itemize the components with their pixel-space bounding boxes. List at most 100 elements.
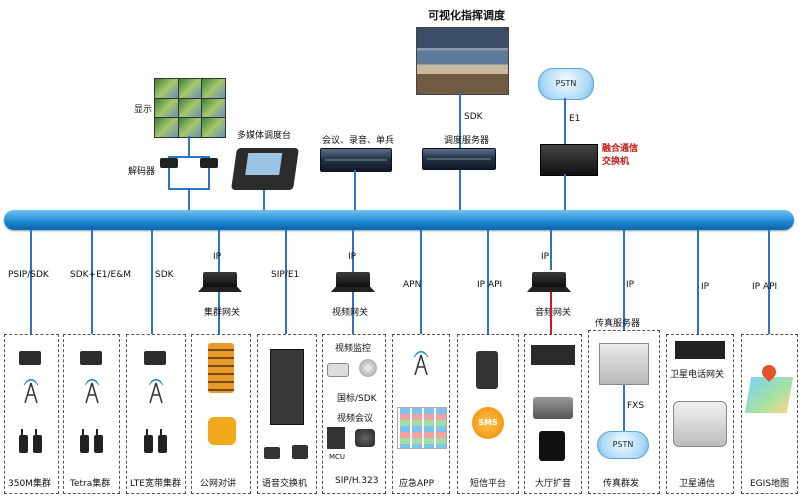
fxs-label: FXS: [627, 401, 645, 411]
mobile-radio-icon: [80, 351, 102, 365]
pstn-cloud-fax: PSTN: [597, 431, 649, 459]
microphone-icon: [533, 397, 573, 419]
handheld-radio-icon: [33, 429, 42, 453]
network-bus: [4, 210, 794, 230]
handheld-radio-icon: [158, 429, 167, 453]
box-satellite: 卫星电话网关 卫星通信: [666, 334, 734, 494]
video-phone-icon: [292, 445, 308, 459]
antenna-icon: [23, 379, 39, 403]
box-label-tetra: Tetra集群: [70, 479, 111, 489]
video-conf-label: 视频会议: [337, 414, 374, 424]
box-sms: SMS 短信平台: [457, 334, 519, 494]
box-public-network: 公网对讲: [191, 334, 251, 494]
handheld-radio-icon: [94, 429, 103, 453]
command-center-image: [416, 27, 509, 95]
dome-camera-icon: [359, 359, 377, 377]
box-label-350m: 350M集群: [8, 479, 51, 489]
display-wall: [154, 78, 226, 138]
mixer-icon: [531, 345, 575, 365]
box-label-public-network: 公网对讲: [200, 479, 237, 489]
gb-sdk-label: 国标/SDK: [337, 394, 377, 404]
audio-gateway: [532, 272, 566, 288]
link-label-sms: IP API: [477, 280, 503, 290]
mcu-label: MCU: [329, 453, 346, 461]
app-screens-icon: [397, 407, 447, 449]
link-label-audio: IP: [541, 252, 550, 262]
link-label-video: IP: [348, 252, 357, 262]
box-label-voice-switch: 语音交换机: [262, 479, 308, 489]
fusion-switch-label: 融合通信 交换机: [602, 144, 639, 167]
link-label-tetra: SDK+E1/E&M: [70, 270, 132, 280]
mobile-radio-icon: [144, 351, 166, 365]
conference-camera-icon: [355, 429, 375, 447]
handheld-radio-icon: [80, 429, 89, 453]
decoder-label: 解码器: [128, 167, 156, 177]
phone-icon: [264, 447, 280, 459]
antenna-icon: [84, 379, 100, 403]
box-video: 视频监控 国标/SDK 视频会议 MCU SIP/H.323: [322, 334, 386, 494]
link-label-app: APN: [403, 280, 422, 290]
antenna-icon: [413, 351, 429, 375]
sms-server-icon: [476, 351, 498, 389]
visual-dispatch-title: 可视化指挥调度: [428, 9, 505, 22]
server-stack-icon: [208, 343, 234, 393]
ptt-app-icon: [208, 417, 236, 445]
box-label-satellite: 卫星通信: [679, 479, 716, 489]
link-label-gis: IP API: [752, 282, 778, 292]
sat-phone-gateway-icon: [675, 341, 725, 359]
cabinet-icon: [270, 349, 304, 425]
link-label-sat: IP: [701, 282, 710, 292]
e1-label: E1: [569, 114, 581, 124]
box-fax: FXS PSTN 传真群发: [588, 330, 660, 494]
fax-server-label: 传真服务器: [595, 319, 641, 329]
box-label-emergency-app: 应急APP: [399, 479, 435, 489]
dispatch-server-label: 调度服务器: [444, 136, 490, 146]
video-monitor-label: 视频监控: [335, 344, 372, 354]
box-label-sip-h323: SIP/H.323: [335, 476, 379, 486]
display-label: 显示: [134, 105, 153, 115]
link-label-cluster: IP: [213, 252, 222, 262]
map-icon: [744, 377, 794, 413]
sat-phone-gateway-label: 卫星电话网关: [670, 370, 725, 380]
cluster-gateway-label: 集群网关: [204, 308, 241, 318]
multimedia-console: [231, 148, 299, 190]
box-emergency-app: 应急APP: [392, 334, 450, 494]
handheld-radio-icon: [19, 429, 28, 453]
handheld-radio-icon: [144, 429, 153, 453]
box-label-fax-group: 传真群发: [603, 479, 640, 489]
video-gateway: [336, 272, 370, 288]
link-label-fax: IP: [626, 280, 635, 290]
mcu-icon: [327, 427, 345, 449]
box-hall-pa: 大厅扩音: [524, 334, 582, 494]
cluster-gateway: [203, 272, 237, 288]
box-tetra: Tetra集群: [63, 334, 120, 494]
camera-icon: [327, 363, 349, 377]
decoder-1: [160, 158, 178, 168]
decoder-2: [200, 158, 218, 168]
mobile-radio-icon: [19, 351, 41, 365]
sdk-top-label: SDK: [464, 112, 483, 122]
link-label-350m: PSIP/SDK: [8, 270, 49, 280]
sms-icon: SMS: [472, 407, 504, 439]
box-label-lte: LTE宽带集群: [130, 479, 181, 489]
link-label-lte: SDK: [155, 270, 174, 280]
antenna-icon: [148, 379, 164, 403]
audio-gateway-label: 音频网关: [535, 308, 572, 318]
dispatch-server: [422, 148, 496, 170]
box-egis: EGIS地图: [741, 334, 798, 494]
multimedia-console-label: 多媒体调度台: [237, 131, 292, 141]
conf-record-label: 会议、录音、单兵: [322, 136, 395, 146]
box-350m: 350M集群: [4, 334, 59, 494]
pstn-cloud-top: PSTN: [538, 68, 594, 100]
satellite-vehicle-icon: [673, 401, 727, 447]
box-label-egis: EGIS地图: [750, 479, 790, 489]
fusion-switch: [540, 144, 598, 176]
speaker-icon: [539, 431, 565, 461]
box-label-hall-pa: 大厅扩音: [535, 479, 572, 489]
box-label-sms-platform: 短信平台: [470, 479, 507, 489]
box-voice-switch: 语音交换机: [257, 334, 317, 494]
box-lte: LTE宽带集群: [126, 334, 186, 494]
fax-server-icon: [599, 343, 649, 385]
link-label-voice-switch: SIP/E1: [271, 270, 300, 280]
video-gateway-label: 视频网关: [332, 308, 369, 318]
